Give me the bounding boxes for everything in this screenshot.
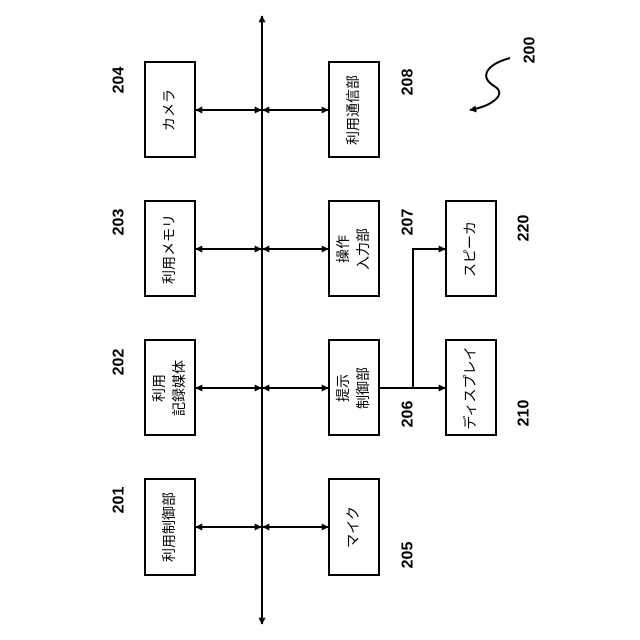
microphone-label: マイク [346,506,362,548]
operation-input-label-1: 操作 [336,235,352,263]
presentation-control-label-1: 提示 [336,374,352,402]
usage-memory-label: 利用メモリ [162,214,178,284]
usage-memory-number: 203 [111,209,128,236]
speaker-number: 220 [516,215,533,242]
camera-number: 204 [111,67,128,94]
usage-recording-medium-label-1: 利用 [152,374,168,402]
operation-input-number: 207 [400,209,417,236]
speaker-block: スピーカ 220 [446,201,533,296]
usage-communication-block: 利用通信部 208 [329,62,417,157]
figure-reference-number: 200 [522,37,539,64]
microphone-block: マイク 205 [329,479,417,575]
camera-block: カメラ 204 [111,62,196,157]
usage-recording-medium-block: 利用 記録媒体 202 [111,340,196,435]
usage-recording-medium-number: 202 [111,349,128,376]
presentation-control-number: 206 [400,401,417,428]
usage-recording-medium-label-2: 記録媒体 [171,360,188,416]
display-block: ディスプレイ 210 [446,340,533,435]
usage-communication-label: 利用通信部 [346,75,362,145]
display-number: 210 [516,400,533,427]
display-label: ディスプレイ [462,346,479,429]
speaker-output-arrow [413,249,445,388]
reference-pointer-arrow [470,58,510,110]
operation-input-label-2: 入力部 [356,228,372,270]
microphone-number: 205 [400,542,417,569]
presentation-control-label-2: 制御部 [356,367,372,409]
speaker-label: スピーカ [463,221,479,277]
usage-control-block: 利用制御部 201 [111,479,196,575]
usage-memory-block: 利用メモリ 203 [111,201,196,296]
usage-control-number: 201 [111,487,128,514]
usage-control-label: 利用制御部 [162,492,178,562]
camera-label: カメラ [162,89,178,131]
operation-input-block: 操作 入力部 207 [329,201,417,296]
usage-communication-number: 208 [400,69,417,96]
